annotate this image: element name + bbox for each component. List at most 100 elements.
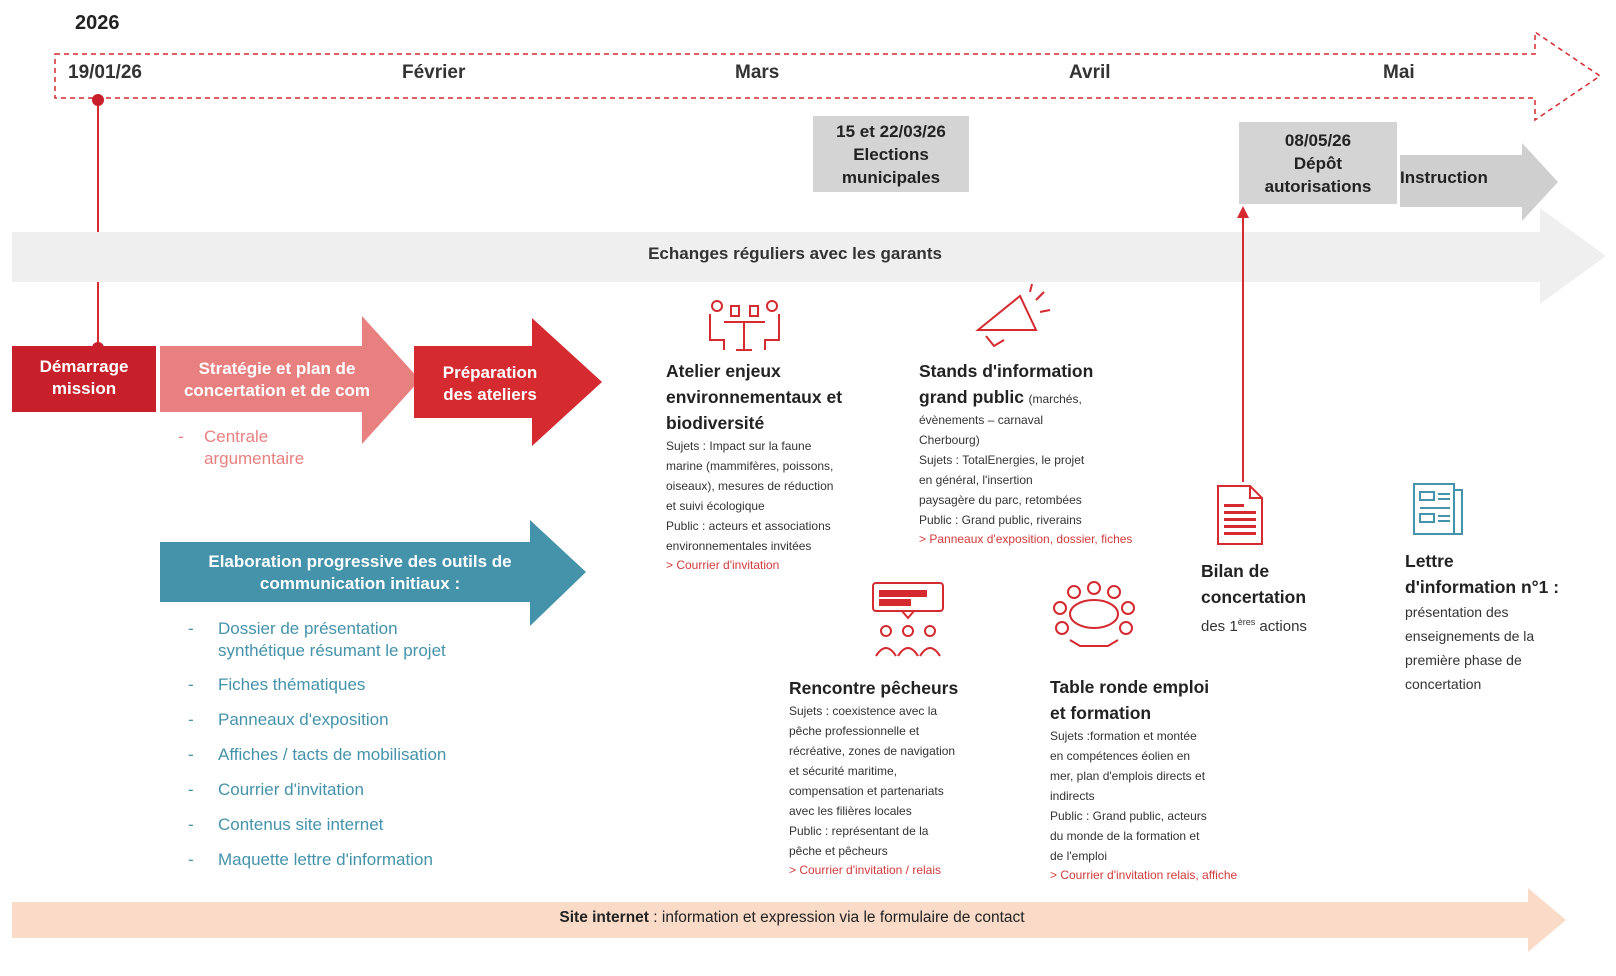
depot-line2: autorisations (1264, 177, 1372, 196)
outil-1-line1: Dossier de présentation (218, 619, 398, 638)
outil-3: Panneaux d'exposition (218, 710, 389, 729)
stands-body-2: Cherbourg) (919, 433, 980, 447)
atelier-title-2: environnementaux et (666, 387, 843, 407)
outil-4: Affiches / tacts de mobilisation (218, 745, 447, 764)
echanges-band (12, 208, 1606, 304)
stands-link: > Panneaux d'exposition, dossier, fiches (919, 532, 1133, 546)
stands-body-1: évènements – carnaval (919, 413, 1044, 427)
elaboration-arrow (160, 520, 586, 626)
year-label: 2026 (75, 12, 120, 34)
list-dash: - (188, 710, 194, 729)
centrale-line1: Centrale (204, 427, 269, 446)
bilan-sub-prefix: des 1 (1201, 618, 1238, 635)
list-dash: - (188, 815, 194, 834)
bilan-sub-sup: ères (1237, 617, 1256, 627)
preparation-line2: des ateliers (443, 385, 537, 404)
outil-7: Maquette lettre d'information (218, 850, 433, 869)
pecheurs-block: Rencontre pêcheurs Sujets : coexistence … (789, 675, 1009, 879)
document-icon (1217, 485, 1263, 545)
instruction-arrow (1400, 143, 1558, 221)
round-table-icon (1053, 581, 1135, 647)
elections-box: 15 et 22/03/26 Elections municipales (813, 116, 969, 192)
timeline-start-date: 19/01/26 (68, 62, 142, 83)
strategie-line2: concertation et de com (183, 381, 371, 400)
newsletter-icon (1413, 483, 1463, 535)
strategie-line1: Stratégie et plan de (198, 359, 356, 378)
stands-body-3: Sujets : TotalEnergies, le projet (919, 453, 1085, 467)
atelier-body-3: oiseaux), mesures de réduction (666, 479, 834, 493)
elections-date: 15 et 22/03/26 (836, 122, 946, 141)
timeline-arrow (54, 30, 1602, 122)
table-body-7: de l'emploi (1050, 849, 1107, 863)
table-body-4: indirects (1050, 789, 1095, 803)
stands-body-4: en général, l'insertion (919, 473, 1033, 487)
list-dash: - (188, 850, 194, 869)
table-link: > Courrier d'invitation relais, affiche (1050, 868, 1238, 882)
centrale-argumentaire: Centrale argumentaire (204, 426, 304, 470)
pecheurs-body-4: et sécurité maritime, (789, 764, 898, 778)
bilan-block: Bilan de concertation des 1ères actions (1201, 558, 1381, 639)
month-mai: Mai (1383, 62, 1415, 83)
demarrage-box (12, 346, 156, 412)
instruction-label: Instruction (1400, 168, 1488, 187)
site-internet-label: Site internet : information et expressio… (12, 909, 1572, 927)
pecheurs-body-5: compensation et partenariats (789, 784, 944, 798)
table-body-2: en compétences éolien en (1050, 749, 1191, 763)
elections-line2: municipales (841, 168, 941, 187)
demarrage-line1: Démarrage (39, 357, 129, 376)
pecheurs-body-3: récréative, zones de navigation (789, 744, 956, 758)
pecheurs-body-2: pêche professionnelle et (789, 724, 920, 738)
start-dot (92, 94, 104, 106)
table-body-1: Sujets :formation et montée (1050, 729, 1197, 743)
month-mars: Mars (735, 62, 780, 83)
table-body-6: du monde de la formation et (1050, 829, 1200, 843)
month-fevrier: Février (402, 62, 466, 83)
table-body-5: Public : Grand public, acteurs (1050, 809, 1207, 823)
strategie-arrow (160, 316, 420, 444)
stands-body-5: paysagère du parc, retombées (919, 493, 1082, 507)
elaboration-line1: Elaboration progressive des outils de (208, 552, 512, 571)
bilan-arrowhead (1237, 206, 1249, 218)
atelier-link: > Courrier d'invitation (666, 558, 780, 572)
bilan-title-1: Bilan de (1201, 561, 1270, 581)
megaphone-icon (975, 283, 1051, 348)
fishermen-meeting-icon (872, 582, 944, 657)
stands-title-2: grand public (919, 387, 1024, 407)
stands-title-suffix: (marchés, (1028, 392, 1082, 406)
site-internet-bold: Site internet (559, 909, 649, 926)
depot-box: 08/05/26 Dépôt autorisations (1239, 122, 1397, 204)
lettre-body-1: présentation des (1405, 604, 1509, 620)
list-dash: - (188, 780, 194, 799)
outil-1-line2: synthétique résumant le projet (218, 641, 446, 660)
atelier-body-2: marine (mammifères, poissons, (666, 459, 834, 473)
table-title-1: Table ronde emploi (1050, 677, 1210, 697)
site-band (12, 888, 1566, 952)
lettre-body-2: enseignements de la (1405, 628, 1535, 644)
lettre-body-4: concertation (1405, 676, 1482, 692)
depot-line1: Dépôt (1293, 154, 1343, 173)
lettre-title-1: Lettre (1405, 551, 1454, 571)
elaboration-label: Elaboration progressive des outils de co… (176, 551, 544, 595)
demarrage-line2: mission (51, 379, 117, 398)
pecheurs-body-7: Public : représentant de la (789, 824, 929, 838)
lettre-title-2: d'information n°1 : (1405, 577, 1560, 597)
atelier-title-1: Atelier enjeux (666, 361, 781, 381)
pecheurs-body-8: pêche et pêcheurs (789, 844, 888, 858)
meeting-icon (709, 300, 780, 351)
demarrage-label: Démarrage mission (12, 356, 156, 400)
stands-title-1: Stands d'information (919, 361, 1094, 381)
elaboration-line2: communication initiaux : (259, 574, 461, 593)
atelier-title-3: biodiversité (666, 413, 765, 433)
echanges-label: Echanges réguliers avec les garants (648, 244, 942, 263)
preparation-arrow (414, 318, 602, 446)
outil-2: Fiches thématiques (218, 675, 366, 694)
table-body-3: mer, plan d'emplois directs et (1050, 769, 1206, 783)
site-internet-rest: : information et expression via le formu… (648, 909, 1025, 926)
list-dash: - (188, 675, 194, 694)
pecheurs-link: > Courrier d'invitation / relais (789, 863, 942, 877)
atelier-block: Atelier enjeux environnementaux et biodi… (666, 358, 886, 574)
list-dash: - (188, 619, 194, 638)
table-title-2: et formation (1050, 703, 1152, 723)
centrale-line2: argumentaire (204, 449, 305, 468)
